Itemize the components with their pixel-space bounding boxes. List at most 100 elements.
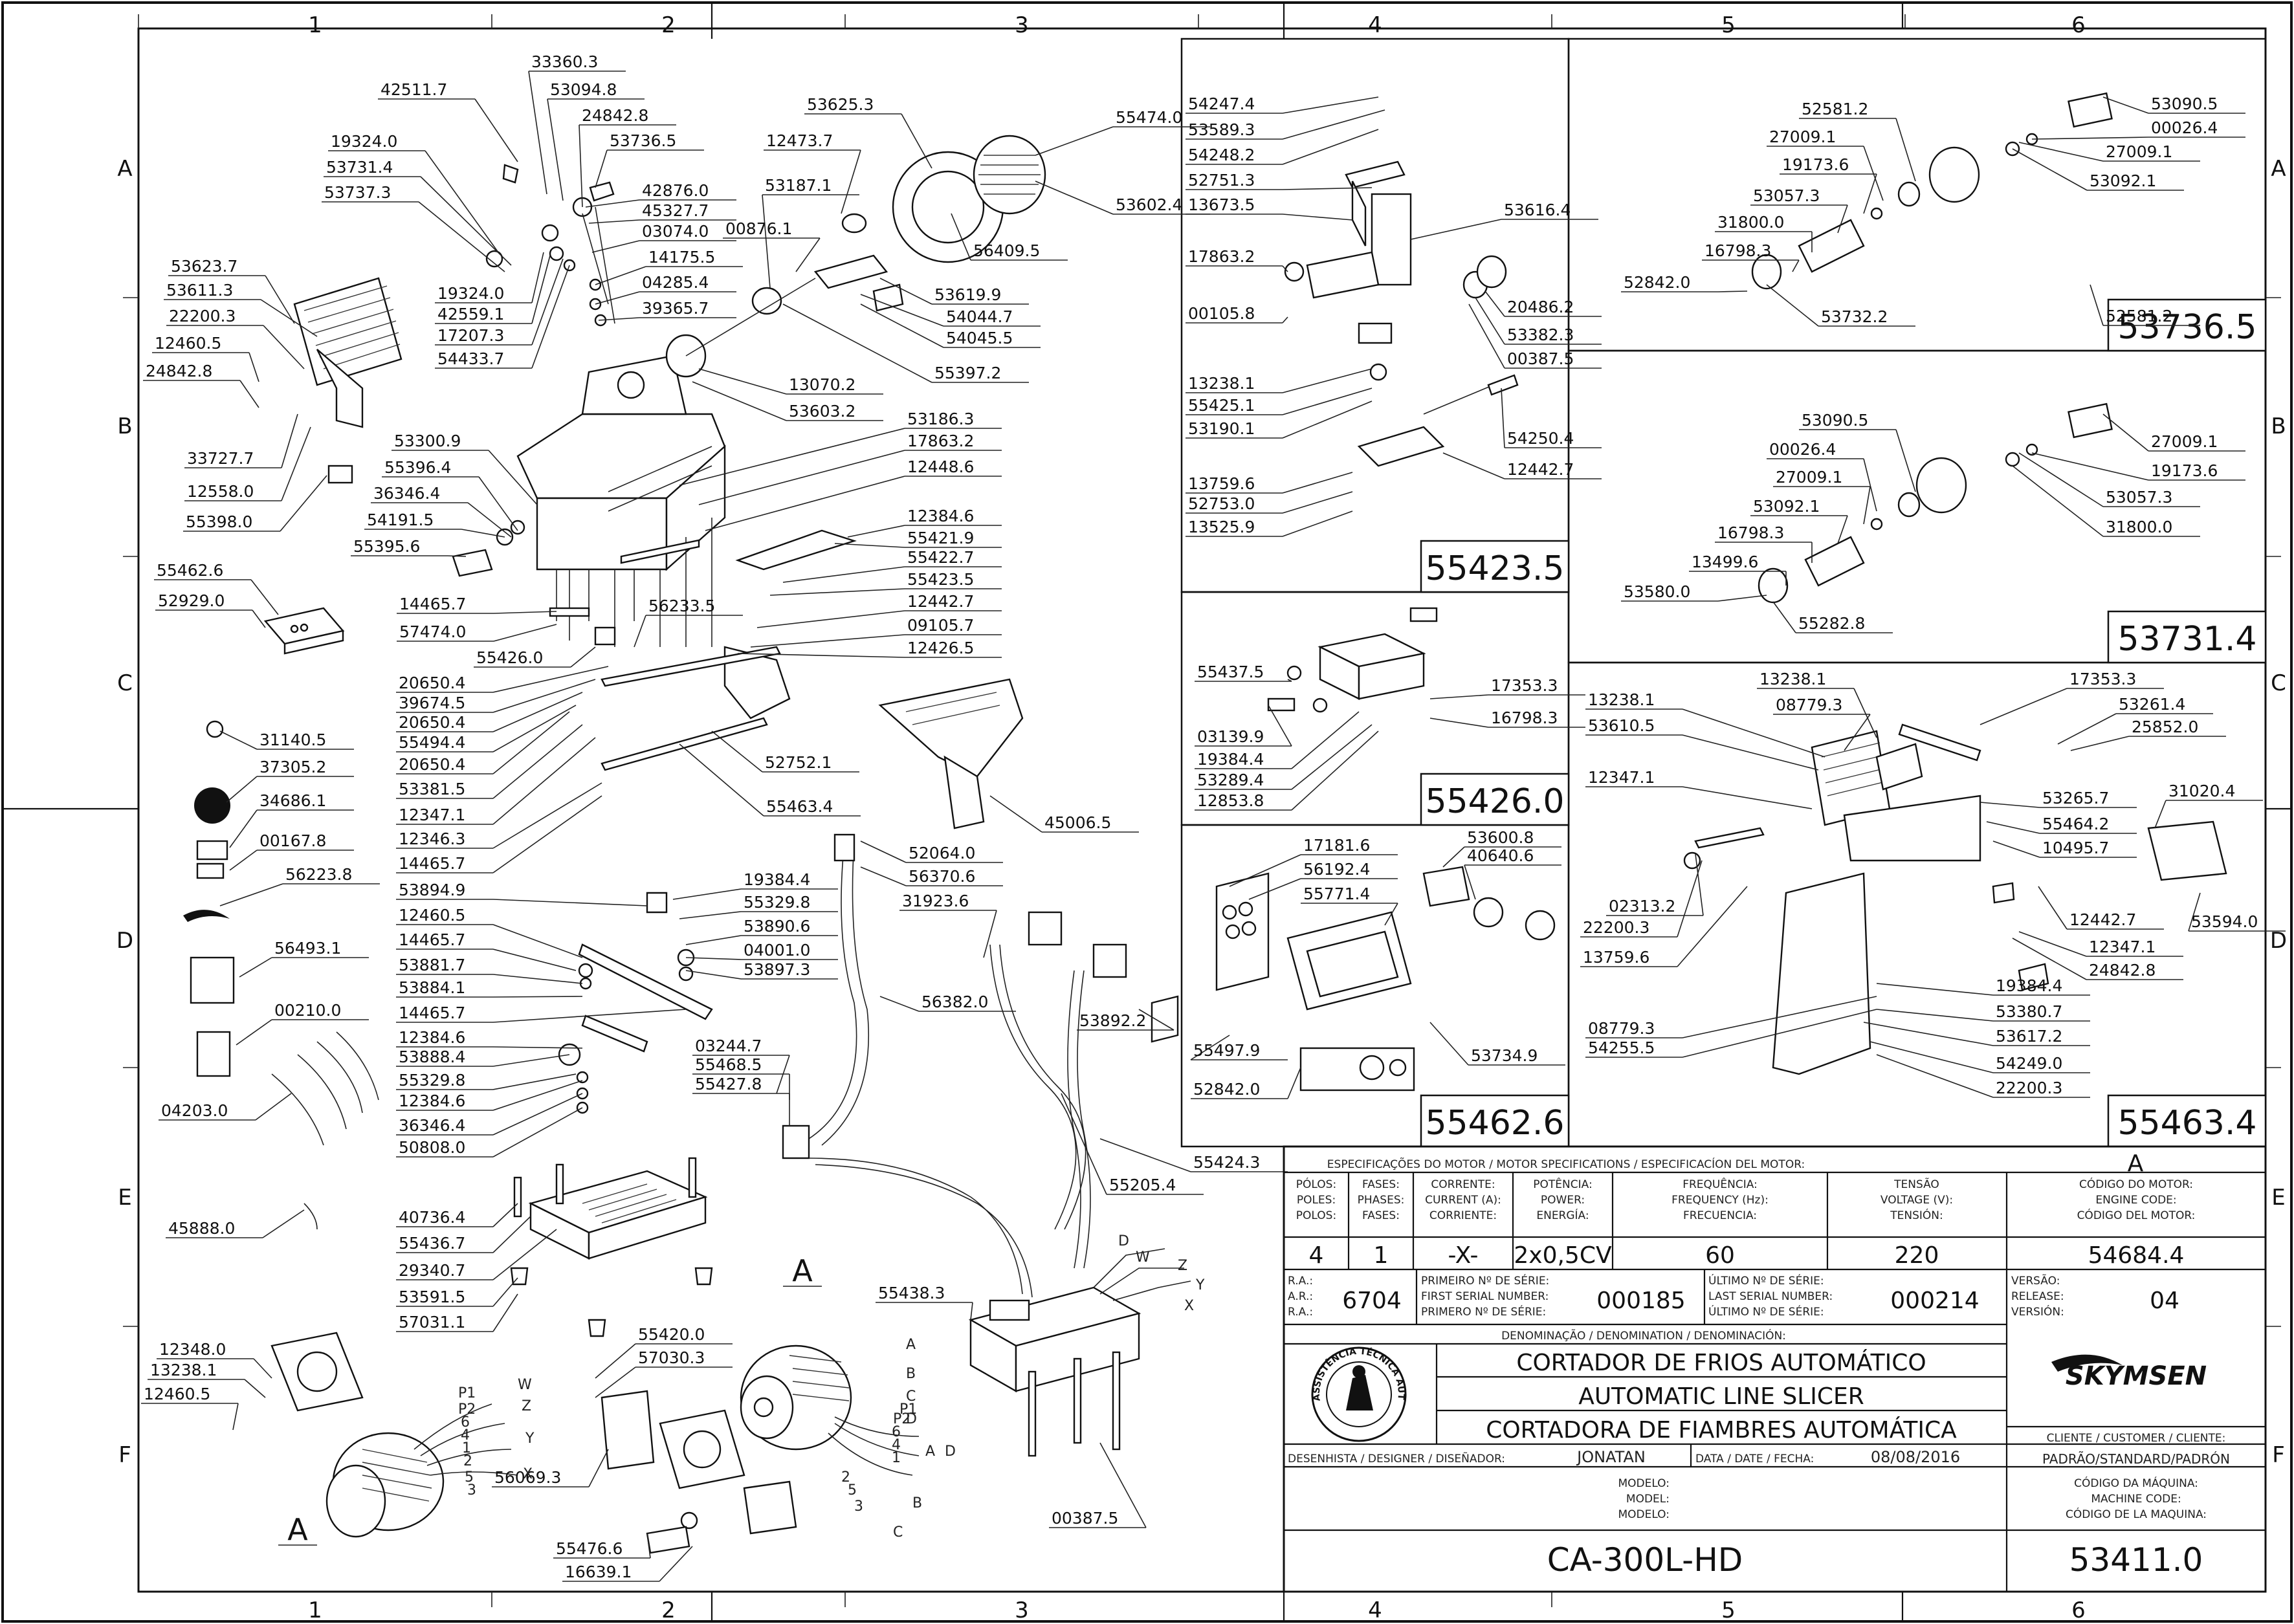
spec-header: ESPECIFICAÇÕES DO MOTOR / MOTOR SPECIFIC… bbox=[1327, 1157, 1805, 1171]
leader-line bbox=[570, 646, 596, 668]
part-callout: 31800.0 bbox=[2106, 518, 2172, 536]
leader-line bbox=[1429, 1022, 1469, 1066]
leader-line bbox=[492, 666, 609, 693]
part-callout: 55282.8 bbox=[1798, 614, 1865, 633]
part-callout: 36346.4 bbox=[399, 1116, 465, 1135]
spec-label-pt: POTÊNCIA: bbox=[1533, 1177, 1592, 1191]
part-callout: 53094.8 bbox=[550, 80, 617, 99]
part-callout: 08779.3 bbox=[1776, 696, 1842, 714]
pusher-arm-drawing bbox=[1683, 723, 2227, 1075]
leader-line bbox=[795, 237, 821, 272]
leader-line bbox=[492, 1046, 583, 1049]
grid-row-label: D bbox=[2270, 928, 2287, 954]
wire-terminal-label: 1 bbox=[462, 1440, 471, 1456]
part-callout: 27009.1 bbox=[2106, 142, 2172, 161]
leader-line bbox=[1287, 1067, 1301, 1099]
wire-terminal-label: A bbox=[925, 1443, 935, 1460]
subassembly-code: 53731.4 bbox=[2117, 620, 2256, 659]
wire-terminal-label: D bbox=[906, 1411, 917, 1427]
part-callout: 56493.1 bbox=[274, 939, 341, 958]
leader-line bbox=[1501, 388, 1505, 448]
part-callout: 55425.1 bbox=[1188, 396, 1255, 415]
part-callout: 13525.9 bbox=[1188, 518, 1255, 536]
wire-terminal-label: C bbox=[893, 1524, 903, 1541]
part-callout: 17207.3 bbox=[437, 326, 504, 345]
leader-line bbox=[492, 705, 577, 752]
part-callout: 53897.3 bbox=[744, 960, 810, 979]
leader-line bbox=[1282, 187, 1373, 190]
part-callout: 22200.3 bbox=[1996, 1079, 2062, 1097]
part-callout: 53300.9 bbox=[394, 432, 461, 450]
motor-variant-letter: A bbox=[287, 1512, 308, 1547]
part-callout: 40736.4 bbox=[399, 1208, 465, 1227]
leader-line bbox=[698, 450, 905, 505]
leader-line bbox=[1853, 688, 1877, 738]
part-callout: 31800.0 bbox=[1717, 213, 1784, 232]
wire-terminal-label: 6 bbox=[461, 1414, 470, 1431]
leader-line bbox=[595, 291, 640, 305]
part-callout: 04001.0 bbox=[744, 941, 810, 960]
part-callout: 36346.4 bbox=[373, 484, 440, 503]
leader-line bbox=[418, 201, 505, 272]
leader-line bbox=[1138, 1009, 1175, 1031]
part-callout: 19384.4 bbox=[1996, 976, 2062, 995]
part-callout: 53057.3 bbox=[1753, 186, 1820, 205]
machine-code-value: 53411.0 bbox=[2069, 1541, 2203, 1579]
variant-letter: A bbox=[2128, 1150, 2144, 1177]
leader-line bbox=[239, 957, 272, 978]
leader-line bbox=[1717, 595, 1767, 602]
leader-line bbox=[1291, 730, 1379, 811]
leader-line bbox=[1282, 388, 1373, 415]
product-name-pt: CORTADOR DE FRIOS AUTOMÁTICO bbox=[1516, 1349, 1926, 1376]
leader-line bbox=[492, 1073, 577, 1090]
part-callout: 12346.3 bbox=[399, 829, 465, 848]
leader-line bbox=[1869, 1041, 1994, 1073]
part-callout: 19173.6 bbox=[2151, 461, 2218, 480]
part-callout: 12853.8 bbox=[1197, 791, 1264, 810]
leader-line bbox=[253, 1358, 272, 1379]
spec-label-en: FREQUENCY (Hz): bbox=[1671, 1194, 1769, 1207]
part-callout: 52751.3 bbox=[1188, 171, 1255, 190]
leader-line bbox=[467, 502, 512, 538]
part-callout: 55329.8 bbox=[399, 1071, 465, 1090]
leader-line bbox=[1863, 458, 1877, 512]
version-value: 04 bbox=[2150, 1288, 2179, 1314]
leader-line bbox=[1190, 1035, 1230, 1060]
part-number-callouts: 42511.733360.353094.824842.853736.519324… bbox=[144, 52, 2258, 1581]
part-callout: 57030.3 bbox=[638, 1348, 705, 1367]
leader-line bbox=[2038, 886, 2068, 930]
grid-row-label: E bbox=[2271, 1185, 2285, 1211]
leader-line bbox=[2102, 96, 2149, 114]
grid-column-label: 1 bbox=[308, 12, 322, 38]
date-label: DATA / DATE / FECHA: bbox=[1695, 1453, 1814, 1465]
part-callout: 54433.7 bbox=[437, 349, 504, 368]
wire-terminal-label: B bbox=[906, 1366, 916, 1382]
part-callout: 14465.7 bbox=[399, 854, 465, 873]
wire-terminal-label: X bbox=[523, 1466, 533, 1482]
part-callout: 53610.5 bbox=[1588, 716, 1655, 735]
part-callout: 16798.3 bbox=[1491, 708, 1558, 727]
part-callout: 45327.7 bbox=[642, 201, 709, 220]
part-callout: 53734.9 bbox=[1471, 1046, 1538, 1065]
leader-line bbox=[1282, 214, 1353, 221]
sharpener-head-drawing-1 bbox=[1751, 92, 2113, 290]
part-callout: 27009.1 bbox=[1776, 468, 1842, 487]
wire-terminal-label: 2 bbox=[841, 1469, 850, 1486]
part-callout: 12442.7 bbox=[2069, 910, 2136, 929]
leader-line bbox=[951, 213, 971, 261]
part-callout: 00167.8 bbox=[259, 831, 326, 850]
part-callout: 34686.1 bbox=[259, 791, 326, 810]
wire-terminal-label: 4 bbox=[461, 1427, 470, 1443]
leader-line bbox=[492, 1216, 531, 1253]
part-callout: 53092.1 bbox=[2090, 171, 2156, 190]
leader-line bbox=[1291, 724, 1373, 790]
grid-row-label: B bbox=[117, 413, 132, 439]
spec-label-en: CURRENT (A): bbox=[1425, 1194, 1501, 1207]
spec-label-pt: PÓLOS: bbox=[1296, 1177, 1336, 1191]
part-callout: 12347.1 bbox=[1588, 768, 1655, 787]
customer-value: PADRÃO/STANDARD/PADRÓN bbox=[2042, 1451, 2230, 1467]
part-callout: 19324.0 bbox=[331, 132, 397, 151]
part-callout: 50808.0 bbox=[399, 1138, 465, 1157]
part-callout: 17181.6 bbox=[1303, 836, 1370, 855]
leader-line bbox=[493, 611, 557, 614]
